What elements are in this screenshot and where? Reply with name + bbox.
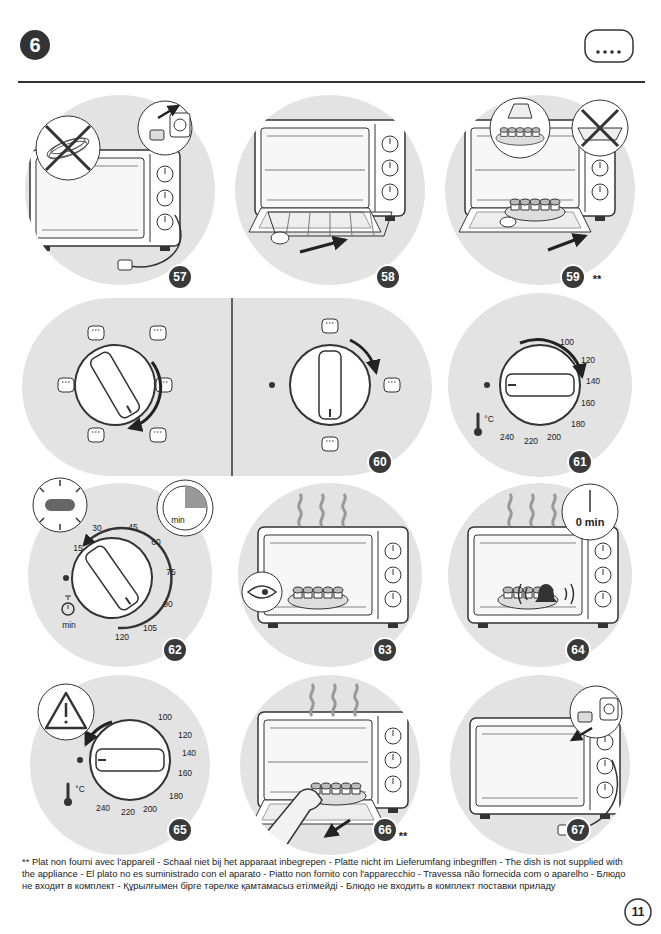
dial-value: 100: [158, 713, 172, 722]
dial-value: 120: [581, 356, 595, 365]
callout-number: 59: [566, 271, 579, 283]
dial-value: 240: [500, 433, 514, 442]
callout-number: 67: [571, 824, 584, 836]
dial-value: 180: [571, 420, 585, 429]
panel-67: [450, 675, 630, 855]
callout-number: 61: [573, 456, 586, 468]
panel-57: [25, 95, 215, 289]
section-number: 6: [29, 35, 40, 55]
panel-63: [238, 483, 422, 667]
dial-value: 140: [586, 377, 600, 386]
dial-value: 220: [121, 808, 135, 817]
panel-58: [235, 95, 425, 289]
unit-label: °C: [484, 415, 494, 424]
footnote-mark: **: [593, 274, 602, 285]
panel-64: [448, 483, 632, 667]
unit-label: min: [171, 516, 185, 525]
dial-value: 45: [128, 523, 137, 532]
callout-number: 65: [173, 824, 186, 836]
page-number: 11: [632, 906, 645, 918]
dial-value: 105: [143, 624, 157, 633]
dial-value: 200: [143, 805, 157, 814]
dial-value: 160: [178, 769, 192, 778]
callout-number: 66: [378, 824, 391, 836]
panel-65: [30, 675, 210, 855]
dial-value: 160: [581, 399, 595, 408]
unit-label: °C: [75, 785, 85, 794]
footnote: ** Plat non fourni avec l'appareil - Sch…: [22, 856, 637, 892]
page-number-frame: [625, 899, 651, 925]
callout-number: 62: [168, 644, 181, 656]
dial-value: 240: [96, 804, 110, 813]
dial-value: 15: [73, 544, 82, 553]
dial-value: 100: [560, 338, 574, 347]
dial-value: 30: [92, 524, 101, 533]
callout-number: 60: [373, 456, 386, 468]
dial-value: 140: [182, 749, 196, 758]
dial-value: 200: [547, 433, 561, 442]
callout-number: 64: [571, 644, 584, 656]
timer-readout: 0 min: [576, 517, 605, 528]
dial-value: 60: [151, 538, 160, 547]
footnote-mark: **: [399, 831, 408, 842]
panel-60: [22, 298, 432, 476]
callout-number: 63: [378, 644, 391, 656]
panel-62: [28, 478, 213, 667]
panel-66: [240, 675, 420, 855]
panel-61: [448, 293, 632, 477]
header: [18, 30, 645, 82]
panel-59: [445, 95, 635, 289]
dial-value: 120: [115, 633, 129, 642]
dial-value: 180: [169, 792, 183, 801]
unit-label: min: [62, 621, 76, 630]
dial-value: 220: [524, 437, 538, 446]
dial-value: 75: [166, 568, 175, 577]
callout-number: 58: [381, 271, 394, 283]
dial-value: 90: [163, 600, 172, 609]
callout-number: 57: [173, 271, 186, 283]
dial-value: 120: [178, 731, 192, 740]
